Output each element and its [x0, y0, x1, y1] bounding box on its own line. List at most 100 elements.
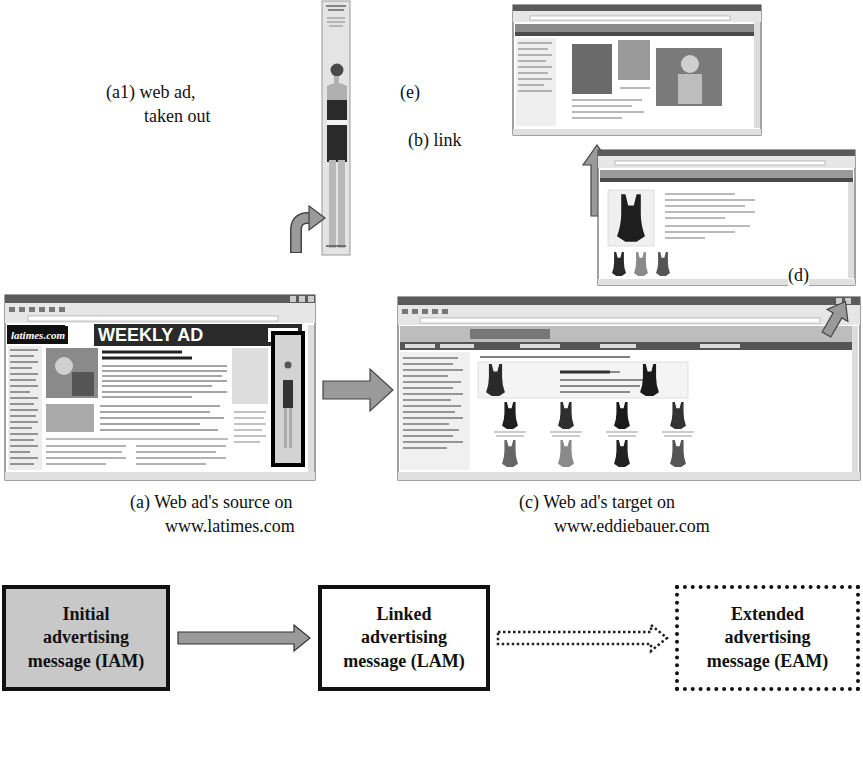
- target-page-screenshot: [614, 402, 630, 429]
- figure-label: (e): [400, 80, 420, 104]
- navigation-arrow: [816, 296, 856, 341]
- web-ad-banner: [326, 6, 346, 10]
- source-page-screenshot: [94, 324, 302, 346]
- source-page-screenshot: [285, 362, 292, 369]
- target-page-screenshot: [560, 372, 650, 392]
- screenshot-caption: (c) Web ad's target on www.eddiebauer.co…: [519, 490, 724, 538]
- box-text: Linked advertising message (LAM): [337, 603, 471, 673]
- product-page-screenshot: [656, 252, 670, 276]
- navigation-arrow: [816, 296, 856, 341]
- target-page-screenshot: [640, 364, 659, 396]
- product-page-screenshot: [615, 161, 825, 165]
- message-box: Initial advertising message (IAM): [2, 585, 170, 691]
- source-page-screenshot: [100, 406, 224, 430]
- target-page-screenshot: [398, 297, 860, 480]
- product-page-screenshot: [634, 252, 648, 276]
- source-page-screenshot: [10, 350, 38, 464]
- block-arrow: [178, 625, 310, 651]
- link-arrow: [323, 369, 393, 411]
- extended-page-screenshot: [754, 22, 760, 128]
- source-page-screenshot: [299, 296, 305, 302]
- extended-page-screenshot: [513, 129, 761, 135]
- figure-label: (b) link: [408, 128, 462, 152]
- extended-page-screenshot: [513, 5, 761, 11]
- source-page-screenshot: [5, 303, 315, 323]
- web-ad-banner: [334, 76, 339, 84]
- source-page-screenshot: [308, 325, 314, 472]
- product-page-screenshot: [600, 170, 853, 178]
- product-page-screenshot: [848, 182, 854, 278]
- source-page-screenshot: [102, 352, 192, 358]
- target-page-screenshot: [560, 371, 610, 374]
- take-out-arrow: [296, 206, 325, 253]
- product-page-screenshot: [598, 156, 855, 168]
- web-ad-banner: [327, 18, 345, 26]
- source-page-screenshot: [5, 472, 315, 480]
- web-ad-banner: [329, 160, 336, 248]
- web-ad-banner: [327, 120, 347, 125]
- source-page-screenshot: [46, 348, 98, 398]
- extended-page-screenshot: [678, 74, 702, 104]
- source-page-screenshot: [72, 372, 94, 396]
- web-ad-banner: [326, 245, 346, 247]
- site-logo: latimes.com: [8, 326, 68, 344]
- product-page-screenshot: [617, 194, 645, 242]
- target-page-screenshot: [670, 440, 686, 467]
- source-page-screenshot: [290, 296, 296, 302]
- source-page-screenshot: [9, 307, 65, 312]
- source-page-screenshot: [46, 438, 228, 440]
- extended-page-screenshot: [656, 48, 722, 106]
- source-page-screenshot: [5, 295, 315, 303]
- source-page-screenshot: [8, 346, 42, 470]
- link-arrow: [323, 369, 393, 411]
- target-page-screenshot: [558, 440, 574, 467]
- web-ad-banner: [331, 64, 344, 77]
- product-page-screenshot: [608, 190, 654, 246]
- source-page-screenshot: [232, 348, 268, 404]
- target-page-screenshot: [558, 402, 574, 429]
- source-page-screenshot: [102, 366, 227, 397]
- target-page-screenshot: [400, 342, 856, 350]
- target-page-screenshot: [400, 326, 856, 342]
- product-page-screenshot: [665, 194, 755, 238]
- target-page-screenshot: [405, 344, 740, 348]
- web-ad-banner: [322, 1, 350, 255]
- web-ad-banner: [338, 160, 345, 248]
- extended-page-screenshot: [513, 11, 761, 22]
- source-page-screenshot: [283, 380, 293, 408]
- take-out-arrow: [309, 206, 325, 230]
- source-page-screenshot: [275, 335, 301, 463]
- web-ad-banner: [327, 100, 347, 162]
- product-page-screenshot: [598, 279, 855, 285]
- source-page-screenshot: [5, 295, 315, 480]
- target-page-screenshot: [502, 402, 518, 429]
- figure-label: (a1) web ad, taken out: [106, 80, 236, 128]
- target-page-screenshot: [398, 297, 860, 305]
- source-page-screenshot: [55, 357, 73, 375]
- target-page-screenshot: [502, 440, 518, 467]
- product-page-screenshot: [598, 150, 855, 156]
- source-page-screenshot: [5, 295, 315, 480]
- figure-label: (d): [788, 264, 809, 286]
- target-page-screenshot: [403, 358, 463, 448]
- product-page-screenshot: [598, 150, 855, 285]
- extended-page-screenshot: [515, 24, 759, 32]
- source-page-screenshot: [284, 408, 287, 448]
- target-page-screenshot: [614, 440, 630, 467]
- web-ad-banner: [322, 1, 350, 255]
- target-page-screenshot: [400, 352, 470, 470]
- extended-page-screenshot: [513, 5, 761, 135]
- source-page-screenshot: [28, 316, 278, 321]
- source-page-screenshot: [234, 412, 266, 442]
- web-ad-banner: [327, 83, 347, 102]
- source-page-screenshot: [46, 404, 94, 432]
- extended-page-screenshot: [572, 44, 612, 94]
- message-box-dotted: Extended advertising message (EAM): [675, 585, 860, 691]
- extended-page-screenshot: [618, 40, 650, 80]
- target-page-screenshot: [420, 318, 820, 323]
- target-page-screenshot: [470, 329, 550, 339]
- extended-page-screenshot: [513, 5, 761, 135]
- target-page-screenshot: [398, 472, 860, 480]
- target-page-screenshot: [852, 326, 858, 472]
